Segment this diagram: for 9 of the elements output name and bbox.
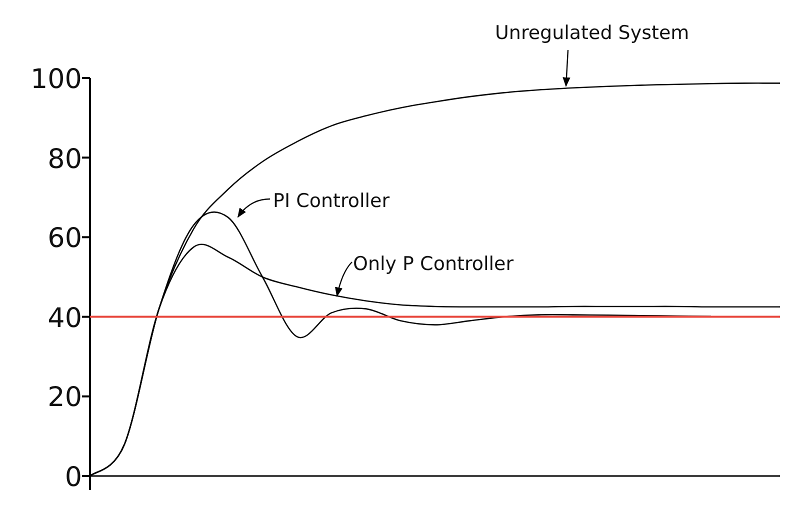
y-tick-label: 60: [48, 224, 82, 254]
series-label: Unregulated System: [495, 22, 690, 44]
y-tick-label: 40: [48, 304, 82, 334]
y-tick-label: 100: [30, 65, 82, 95]
y-tick-label: 80: [48, 144, 82, 175]
y-tick-label: 20: [48, 383, 82, 414]
y-tick-label: 0: [64, 463, 82, 493]
series-label: Only P Controller: [353, 253, 514, 275]
series-label: PI Controller: [273, 190, 390, 212]
